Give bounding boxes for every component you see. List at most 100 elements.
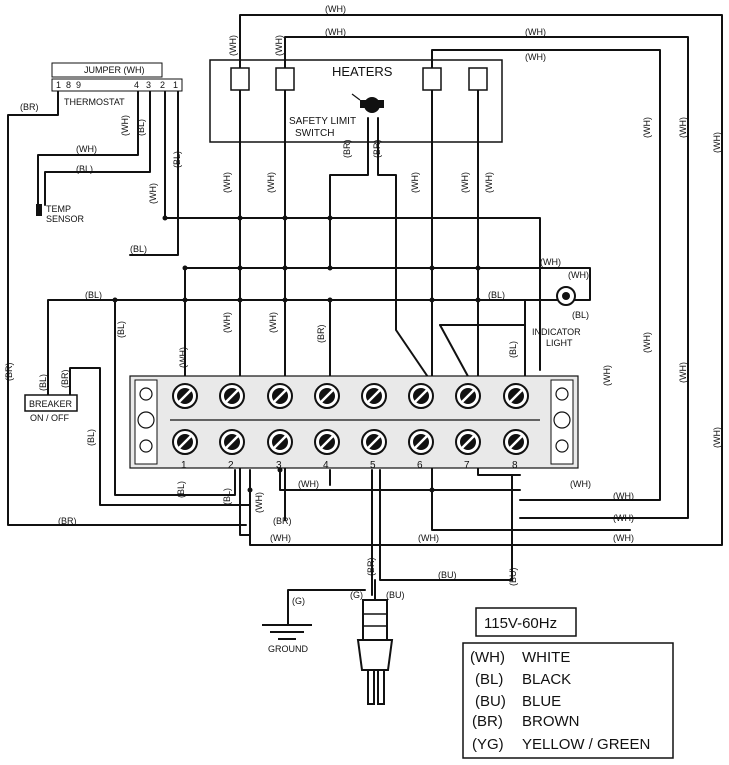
ground-icon: GROUND [262, 624, 312, 654]
svg-text:(WH): (WH) [712, 132, 722, 153]
svg-text:(WH): (WH) [642, 117, 652, 138]
svg-text:(BR): (BR) [58, 516, 77, 526]
svg-text:(BR): (BR) [4, 363, 14, 382]
terminal-screw-icon [219, 383, 245, 409]
wire-labels: (WH) (WH) (WH) (WH) (WH) (WH) (BR) (WH) … [4, 4, 722, 606]
svg-text:8: 8 [66, 80, 71, 90]
svg-text:BREAKER: BREAKER [29, 399, 73, 409]
svg-text:1: 1 [173, 80, 178, 90]
svg-text:(BU): (BU) [438, 570, 457, 580]
heater-terminal-1 [230, 67, 250, 91]
svg-text:(WH): (WH) [484, 172, 494, 193]
terminal-screw-icon [503, 383, 529, 409]
svg-text:(WH): (WH) [470, 649, 505, 666]
svg-text:(WH): (WH) [228, 35, 238, 56]
thermostat: JUMPER (WH) 1 8 9 4 3 2 1 THERMOSTAT [51, 62, 183, 107]
svg-text:8: 8 [512, 460, 518, 471]
breaker: BREAKER ON / OFF [24, 394, 78, 423]
terminal-numbers: 1 2 3 4 5 6 7 8 [181, 460, 518, 471]
svg-text:3: 3 [146, 80, 151, 90]
terminal-screw-icon [361, 429, 387, 455]
svg-text:(BL): (BL) [38, 374, 48, 391]
wires [7, 14, 723, 626]
svg-text:TEMP: TEMP [46, 204, 71, 214]
terminal-screw-icon [503, 429, 529, 455]
svg-text:(WH): (WH) [540, 257, 561, 267]
svg-text:LIGHT: LIGHT [546, 338, 573, 348]
svg-text:(BL): (BL) [222, 488, 232, 505]
svg-text:(BR): (BR) [372, 140, 382, 159]
svg-text:6: 6 [417, 460, 423, 471]
svg-text:(WH): (WH) [325, 27, 346, 37]
color-legend: (WH) WHITE (BL) BLACK (BU) BLUE (BR) BRO… [462, 642, 674, 759]
svg-text:(WH): (WH) [76, 144, 97, 154]
svg-text:(BR): (BR) [316, 325, 326, 344]
svg-text:(WH): (WH) [325, 4, 346, 14]
safety-switch-label-2: SWITCH [295, 128, 334, 139]
heaters-label: HEATERS [332, 64, 393, 79]
svg-text:(BL): (BL) [130, 244, 147, 254]
power-plug-icon [356, 599, 394, 705]
svg-text:(BR): (BR) [60, 370, 70, 389]
terminal-screw-icon [219, 429, 245, 455]
svg-text:(BR): (BR) [273, 516, 292, 526]
svg-text:2: 2 [160, 80, 165, 90]
svg-text:(WH): (WH) [678, 362, 688, 383]
svg-text:(WH): (WH) [298, 479, 319, 489]
heater-terminal-4 [468, 67, 488, 91]
svg-text:(WH): (WH) [613, 533, 634, 543]
svg-text:INDICATOR: INDICATOR [532, 327, 581, 337]
svg-text:(BR): (BR) [472, 713, 503, 730]
svg-text:(WH): (WH) [410, 172, 420, 193]
terminal-screw-icon [314, 383, 340, 409]
svg-text:1: 1 [56, 80, 61, 90]
svg-text:(WH): (WH) [525, 52, 546, 62]
svg-text:(WH): (WH) [268, 312, 278, 333]
terminal-screw-icon [267, 429, 293, 455]
indicator-light: INDICATOR LIGHT [532, 286, 581, 348]
svg-text:(WH): (WH) [613, 513, 634, 523]
heater-terminal-3 [422, 67, 442, 91]
svg-text:(WH): (WH) [568, 270, 589, 280]
svg-text:(YG): (YG) [472, 736, 504, 753]
svg-text:BLACK: BLACK [522, 671, 571, 688]
svg-text:(WH): (WH) [418, 533, 439, 543]
svg-text:(BL): (BL) [116, 321, 126, 338]
terminal-screws [172, 383, 529, 455]
svg-text:(BL): (BL) [86, 429, 96, 446]
svg-text:ON / OFF: ON / OFF [30, 413, 69, 423]
voltage-box: 115V-60Hz [475, 607, 577, 637]
terminal-screw-icon [408, 383, 434, 409]
svg-text:(WH): (WH) [712, 427, 722, 448]
svg-text:2: 2 [228, 460, 234, 471]
svg-text:BLUE: BLUE [522, 693, 561, 710]
svg-text:9: 9 [76, 80, 81, 90]
svg-text:(WH): (WH) [678, 117, 688, 138]
svg-text:(BU): (BU) [508, 568, 518, 587]
terminal-screw-icon [314, 429, 340, 455]
svg-text:5: 5 [370, 460, 376, 471]
svg-text:YELLOW / GREEN: YELLOW / GREEN [522, 736, 650, 753]
svg-text:(WH): (WH) [460, 172, 470, 193]
heater-terminal-2 [275, 67, 295, 91]
svg-text:SENSOR: SENSOR [46, 214, 85, 224]
svg-text:(BL): (BL) [76, 164, 93, 174]
svg-text:(BL): (BL) [488, 290, 505, 300]
svg-text:4: 4 [323, 460, 329, 471]
jumper-label: JUMPER (WH) [84, 65, 145, 75]
svg-text:(BL): (BL) [172, 151, 182, 168]
temp-sensor: TEMP SENSOR [36, 204, 85, 224]
svg-text:(WH): (WH) [120, 115, 130, 136]
svg-text:WHITE: WHITE [522, 649, 570, 666]
svg-text:(BL): (BL) [136, 119, 146, 136]
svg-text:(WH): (WH) [613, 491, 634, 501]
svg-text:(BL): (BL) [508, 341, 518, 358]
svg-text:(BL): (BL) [572, 310, 589, 320]
thermostat-label: THERMOSTAT [64, 97, 125, 107]
svg-text:(BL): (BL) [176, 481, 186, 498]
svg-text:(WH): (WH) [270, 533, 291, 543]
svg-text:(WH): (WH) [178, 347, 188, 368]
svg-text:(G): (G) [350, 590, 363, 600]
svg-text:(BL): (BL) [85, 290, 102, 300]
svg-text:(BR): (BR) [366, 558, 376, 577]
